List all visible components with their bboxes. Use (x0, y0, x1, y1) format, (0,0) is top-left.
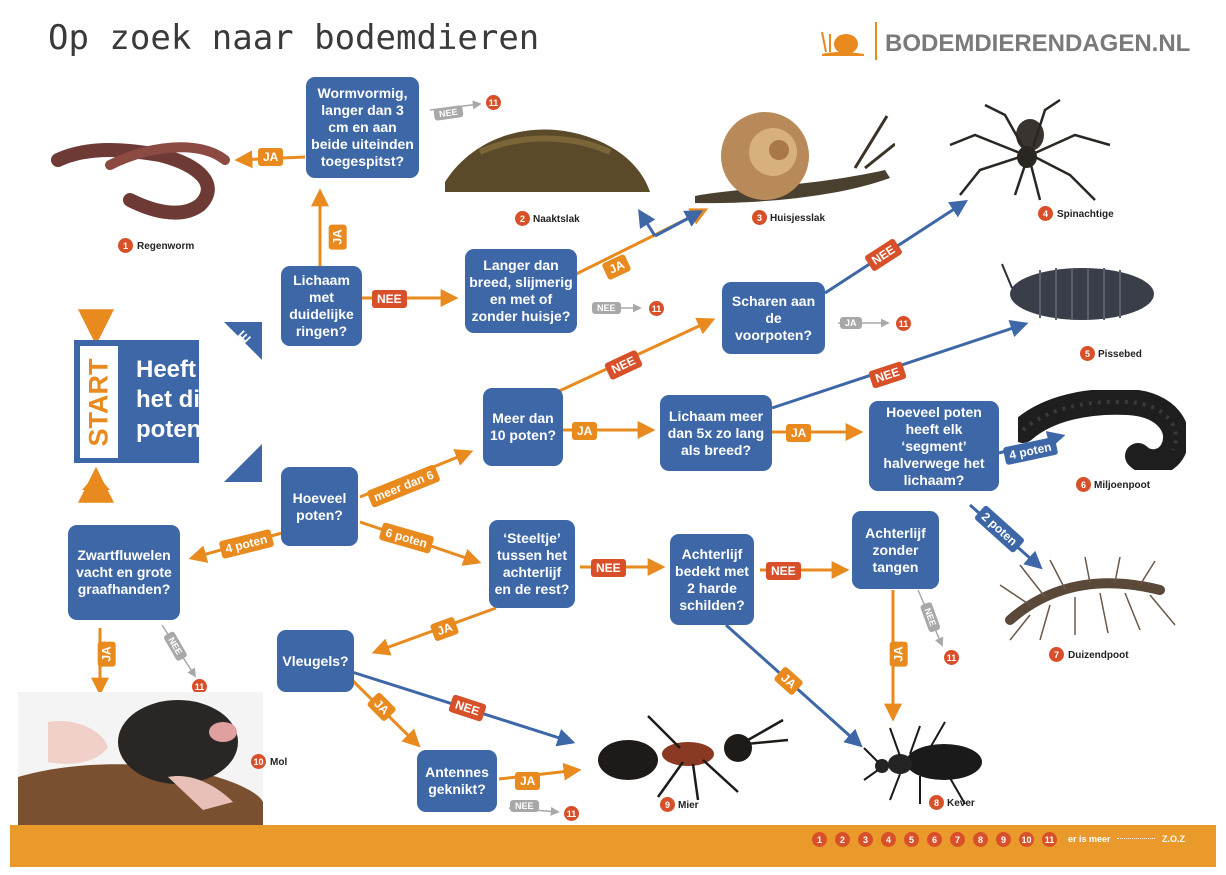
footer-bar (10, 825, 1216, 867)
animal-number-7: 7 (1049, 647, 1064, 662)
slug-image (445, 129, 650, 192)
nee-label: NEE (372, 290, 407, 308)
question-lichaammeer: Lichaam meer dan 5x zo lang als breed? (660, 395, 772, 471)
beetle-image (863, 721, 982, 805)
animal-number-3: 3 (752, 210, 767, 225)
footer-number: 11 (1042, 832, 1057, 847)
ja-label: JA (328, 224, 347, 250)
footer-dotted-arrow (1117, 838, 1155, 839)
animal-number-2: 2 (515, 211, 530, 226)
footer-number: 10 (1019, 832, 1034, 847)
question-antennes: Antennes geknikt? (417, 750, 497, 812)
animal-name-8: Kever (947, 798, 975, 809)
page-title: Op zoek naar bodemdieren (48, 18, 540, 58)
animal-number-6: 6 (1076, 477, 1091, 492)
animal-number-1: 1 (118, 238, 133, 253)
mole-image (18, 692, 263, 825)
question-segment: Hoeveel poten heeft elk ‘segment’ halver… (869, 401, 999, 491)
question-achterlijf: Achterlijf bedekt met 2 harde schilden? (670, 534, 754, 625)
footer-number: 5 (904, 832, 919, 847)
start-label: START (80, 346, 118, 458)
animal-number-10: 10 (251, 754, 266, 769)
ja-gray-label: JA (840, 317, 862, 329)
question-vleugels: Vleugels? (277, 630, 354, 692)
spider-image (949, 98, 1111, 201)
nee-label: NEE (591, 559, 626, 577)
question-steeltje: ‘Steeltje’ tussen het achterlijf en de r… (489, 520, 575, 608)
animal-number-5: 5 (1080, 346, 1095, 361)
millipede-image (1018, 390, 1186, 470)
end-11-marker: 11 (486, 95, 501, 110)
animal-number-4: 4 (1038, 206, 1053, 221)
ja-label: JA (889, 641, 908, 667)
question-tangen: Achterlijf zonder tangen (852, 511, 939, 589)
woodlouse-image (1001, 263, 1154, 320)
footer-number-list: 1 2 3 4 5 6 7 8 9 10 11 (812, 832, 1057, 847)
animal-name-9: Mier (678, 800, 699, 811)
footer-number: 3 (858, 832, 873, 847)
footer-number: 7 (950, 832, 965, 847)
animal-number-9: 9 (660, 797, 675, 812)
animal-number-8: 8 (929, 795, 944, 810)
animal-name-6: Miljoenpoot (1094, 480, 1151, 491)
question-wormvormig: Wormvormig, langer dan 3 cm en aan beide… (306, 77, 419, 178)
question-slijmerig: Langer dan breed, slijmerig en met of zo… (465, 249, 577, 333)
end-11-marker: 11 (192, 679, 207, 694)
animal-name-3: Huisjesslak (770, 213, 826, 224)
footer-zoz-text: Z.O.Z (1162, 834, 1185, 844)
question-hoeveel: Hoeveel poten? (281, 467, 358, 546)
animal-name-4: Spinachtige (1057, 209, 1114, 220)
footer-number: 9 (996, 832, 1011, 847)
snail-logo-icon (821, 31, 864, 56)
animal-name-1: Regenworm (137, 241, 195, 252)
question-meerdan10: Meer dan 10 poten? (483, 388, 563, 466)
end-11-marker: 11 (944, 650, 959, 665)
end-11-marker: 11 (564, 806, 579, 821)
brand-divider (875, 22, 877, 60)
nee-label: NEE (766, 562, 801, 580)
question-scharen: Scharen aan de voorpoten? (722, 282, 825, 354)
earthworm-image (51, 142, 230, 220)
footer-number: 6 (927, 832, 942, 847)
question-ringen: Lichaam met duidelijke ringen? (281, 266, 362, 346)
question-zwartfluwelen: Zwartfluwelen vacht en grote graafhanden… (68, 525, 180, 620)
nee-gray-label: NEE (592, 302, 621, 314)
footer-number: 8 (973, 832, 988, 847)
footer-number: 1 (812, 832, 827, 847)
ja-label: JA (515, 772, 541, 790)
footer-number: 4 (881, 832, 896, 847)
ja-label: JA (572, 422, 598, 440)
footer-number: 2 (835, 832, 850, 847)
start-question: Heeft het dier poten? (136, 356, 223, 443)
animal-name-5: Pissebed (1098, 349, 1142, 360)
start-pointers (82, 318, 262, 490)
snail-image (695, 112, 895, 204)
ja-label: JA (786, 424, 812, 442)
ant-image (598, 715, 789, 801)
animal-name-10: Mol (270, 757, 288, 768)
end-11-marker: 11 (896, 316, 911, 331)
centipede-image (999, 556, 1176, 641)
ja-label: JA (97, 641, 116, 667)
animal-name-2: Naaktslak (533, 214, 580, 225)
ja-label: JA (258, 148, 284, 166)
nee-gray-label: NEE (510, 800, 539, 812)
end-11-marker: 11 (649, 301, 664, 316)
animal-name-7: Duizendpoot (1068, 650, 1129, 661)
footer-more-text: er is meer (1068, 834, 1111, 844)
site-name: BODEMDIERENDAGEN.NL (885, 30, 1191, 57)
